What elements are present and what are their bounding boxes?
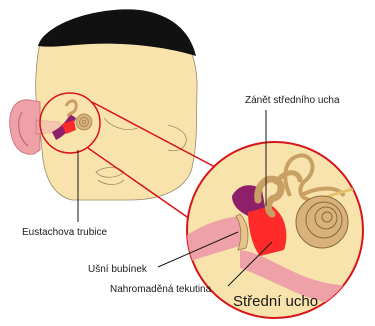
label-accumulated-fluid: Nahromaděná tekutina (110, 284, 212, 295)
cochlea (296, 196, 348, 248)
label-eardrum: Ušní bubínek (88, 264, 148, 275)
label-eustachian-tube: Eustachova trubice (22, 227, 107, 238)
label-middle-ear: Střední ucho (233, 293, 318, 310)
large-zoom-circle (186, 142, 366, 318)
label-middle-ear-inflammation: Zánět středního ucha (245, 95, 340, 106)
head-illustration (10, 9, 197, 200)
outer-ear (10, 100, 40, 154)
small-zoom-circle (40, 93, 100, 153)
